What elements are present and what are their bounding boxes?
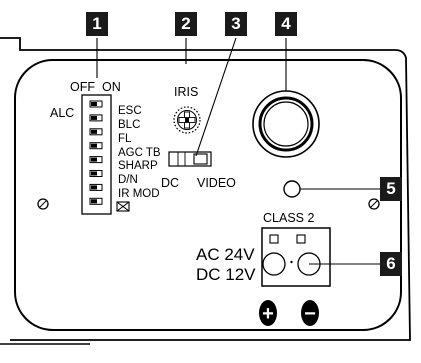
bnc-video-connector <box>252 90 320 158</box>
dip-lever-knob-8 <box>91 199 97 204</box>
minus-symbol: − <box>304 303 316 325</box>
dip-switch-body <box>81 94 112 215</box>
minus-terminal-symbol <box>301 300 319 326</box>
dip-label-fl: FL <box>118 133 132 145</box>
screw-hole-left <box>37 198 49 210</box>
dc-label: DC <box>161 176 180 190</box>
callout-5: 5 <box>380 177 402 201</box>
leader-line-3 <box>195 37 237 157</box>
housing-outline <box>0 37 411 341</box>
ac-24v-label: AC 24V <box>196 245 255 264</box>
callout-6: 6 <box>380 252 402 276</box>
power-terminal-block <box>261 227 331 287</box>
dip-lever-knob-3 <box>91 129 97 134</box>
screw-hole-right <box>368 198 380 210</box>
rear-panel <box>14 59 402 331</box>
dip-label-dn: D/N <box>118 174 138 186</box>
callout-1: 1 <box>86 12 108 36</box>
class-2-label: CLASS 2 <box>263 211 315 225</box>
dip-levers <box>89 100 103 205</box>
dip-label-ir-mod: IR MOD <box>118 188 160 200</box>
callout-2: 2 <box>175 12 197 36</box>
dip-lever-knob-7 <box>91 185 97 190</box>
iris-label: IRIS <box>174 85 199 99</box>
plus-terminal-symbol <box>259 300 277 326</box>
plus-symbol: + <box>262 303 274 325</box>
led-indicator <box>283 180 301 198</box>
dip-label-sharp: SHARP <box>118 160 158 172</box>
iris-potentiometer <box>173 106 201 134</box>
dip-lever-knob-5 <box>91 157 97 162</box>
callout-4: 4 <box>275 12 297 36</box>
dip-header-on: ON <box>102 80 121 94</box>
dip-label-agc-tb: AGC TB <box>118 147 161 159</box>
dip-lever-knob-2 <box>91 115 97 120</box>
dip-switch-x-box <box>116 201 130 212</box>
callout-3: 3 <box>225 12 247 36</box>
dip-lever-knob-4 <box>91 143 97 148</box>
video-label: VIDEO <box>197 176 236 190</box>
dip-lever-knob-1 <box>91 102 97 106</box>
dip-header-off: OFF <box>70 80 95 94</box>
dc-video-slide-switch <box>168 151 212 167</box>
dip-lever-knob-6 <box>91 171 97 176</box>
dip-left-label-alc: ALC <box>50 106 75 120</box>
dip-label-esc: ESC <box>118 105 142 117</box>
dip-label-blc: BLC <box>118 119 141 131</box>
dc-12v-label: DC 12V <box>196 265 256 284</box>
